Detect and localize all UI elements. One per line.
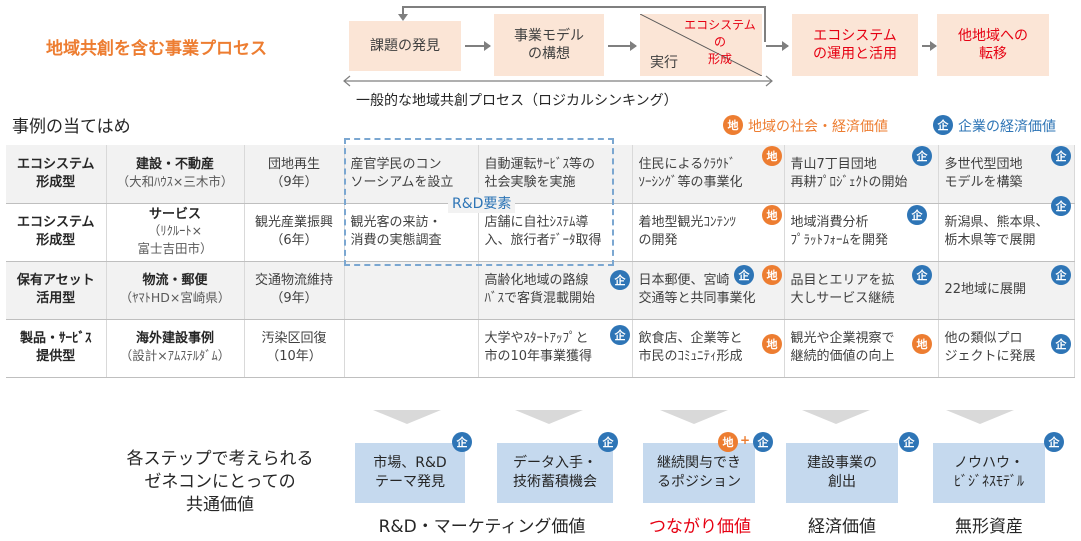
table-row: エコシステム 形成型 サービス（ﾘｸﾙｰﾄ× 富士吉田市） 観光産業振興 （6年… bbox=[6, 203, 1075, 262]
step-execution-ecosystem-box: 実行 エコシステムの 形成 bbox=[640, 14, 762, 76]
step-arrow bbox=[608, 41, 637, 51]
value-box-market-rd: 市場、R&D テーマ発見 bbox=[355, 443, 465, 503]
legend-chi-label: 地域の社会・経済価値 bbox=[748, 119, 888, 135]
case-step-3: 着地型観光ｺﾝﾃﾝﾂ の開発 bbox=[632, 203, 785, 262]
down-chevron bbox=[373, 410, 441, 424]
case-theme: 汚染区回復 （10年） bbox=[244, 319, 345, 378]
case-type: エコシステム 形成型 bbox=[6, 203, 107, 262]
legend-ki-icon: 企 bbox=[933, 115, 953, 135]
step-transfer: 他地域への 転移 bbox=[937, 14, 1049, 76]
cases-table: エコシステム 形成型 建設・不動産（大和ﾊｳｽ×三木市） 団地再生 （9年） 産… bbox=[6, 145, 1075, 378]
value-box-knowhow: ノウハウ・ ﾋﾞｼﾞﾈｽﾓﾃﾞﾙ bbox=[933, 443, 1045, 503]
step-arrow bbox=[766, 41, 789, 51]
ki-badge: 企 bbox=[753, 432, 773, 452]
ki-badge: 企 bbox=[1051, 146, 1071, 166]
legend-chi-icon: 地 bbox=[723, 115, 743, 135]
chi-badge: 地 bbox=[762, 334, 782, 354]
plus-sign: + bbox=[740, 433, 751, 447]
scope-bracket-arrow bbox=[343, 75, 773, 87]
chi-badge: 地 bbox=[762, 146, 782, 166]
ki-badge: 企 bbox=[1044, 432, 1064, 452]
chi-badge: 地 bbox=[718, 432, 738, 452]
feedback-loop-arrow bbox=[398, 6, 766, 42]
ki-badge: 企 bbox=[1051, 334, 1071, 354]
case-type: 製品・ｻｰﾋﾞｽ 提供型 bbox=[6, 319, 107, 378]
diagonal-divider bbox=[640, 14, 762, 76]
case-theme: 観光産業振興 （6年） bbox=[244, 203, 345, 262]
rd-element-label: R&D要素 bbox=[448, 193, 516, 213]
ki-badge: 企 bbox=[610, 325, 630, 345]
case-type: 保有アセット 活用型 bbox=[6, 261, 107, 320]
value-box-data-tech: データ入手・ 技術蓄積機会 bbox=[497, 443, 613, 503]
case-step-5: 新潟県、熊本県、 栃木県等で展開 bbox=[938, 203, 1075, 262]
cases-heading: 事例の当てはめ bbox=[12, 117, 131, 137]
step-issue-discovery: 課題の発見 bbox=[349, 21, 461, 71]
ki-badge: 企 bbox=[452, 432, 472, 452]
value-box-construction: 建設事業の 創出 bbox=[786, 443, 898, 503]
ki-badge: 企 bbox=[899, 432, 919, 452]
case-step-1 bbox=[344, 261, 479, 320]
ki-badge: 企 bbox=[907, 205, 927, 225]
down-chevron bbox=[802, 410, 870, 424]
case-name: 物流・郵便（ﾔﾏﾄHD×宮崎県） bbox=[106, 261, 245, 320]
case-step-2: 高齢化地域の路線 ﾊﾞｽで客貨混載開始 bbox=[478, 261, 633, 320]
ki-badge: 企 bbox=[1051, 265, 1071, 285]
case-step-3: 飲食店、企業等と 市民のｺﾐｭﾆﾃｨ形成 bbox=[632, 319, 785, 378]
step-business-model: 事業モデル の構想 bbox=[494, 14, 604, 76]
case-name: 海外建設事例（設計×ｱﾑｽﾃﾙﾀﾞﾑ） bbox=[106, 319, 245, 378]
case-name: 建設・不動産（大和ﾊｳｽ×三木市） bbox=[106, 145, 245, 204]
case-step-3: 日本郵便、宮崎 交通等と共同事業化 bbox=[632, 261, 785, 320]
values-heading: 各ステップで考えられる ゼネコンにとっての 共通価値 bbox=[126, 449, 314, 515]
table-row: 保有アセット 活用型 物流・郵便（ﾔﾏﾄHD×宮崎県） 交通物流維持 （9年） … bbox=[6, 261, 1075, 320]
value-label-rd-marketing: R&D・マーケティング価値 bbox=[378, 517, 586, 537]
case-step-2: 大学やｽﾀｰﾄｱｯﾌﾟと 市の10年事業獲得 bbox=[478, 319, 633, 378]
rd-element-frame bbox=[344, 138, 614, 266]
table-row: 製品・ｻｰﾋﾞｽ 提供型 海外建設事例（設計×ｱﾑｽﾃﾙﾀﾞﾑ） 汚染区回復 （… bbox=[6, 319, 1075, 378]
case-type: エコシステム 形成型 bbox=[6, 145, 107, 204]
step-ecosystem-operation: エコシステム の運用と活用 bbox=[792, 14, 918, 76]
chi-badge: 地 bbox=[762, 205, 782, 225]
ki-badge: 企 bbox=[912, 146, 932, 166]
value-label-intangible: 無形資産 bbox=[955, 517, 1023, 537]
case-step-4: 観光や企業視察で 継続的価値の向上 bbox=[784, 319, 939, 378]
ki-badge: 企 bbox=[610, 270, 630, 290]
value-label-economic: 経済価値 bbox=[808, 517, 876, 537]
value-box-position: 継続関与でき るポジション bbox=[643, 443, 755, 503]
case-step-4: 品目とエリアを拡 大しサービス継続 bbox=[784, 261, 939, 320]
case-name: サービス（ﾘｸﾙｰﾄ× 富士吉田市） bbox=[106, 203, 245, 262]
ki-badge: 企 bbox=[912, 265, 932, 285]
process-caption: 一般的な地域共創プロセス（ロジカルシンキング） bbox=[356, 93, 678, 109]
page-title: 地域共創を含む事業プロセス bbox=[46, 39, 267, 59]
case-step-1 bbox=[344, 319, 479, 378]
step-execution: 実行 bbox=[650, 55, 678, 71]
case-theme: 団地再生 （9年） bbox=[244, 145, 345, 204]
down-chevron bbox=[515, 410, 583, 424]
table-row: エコシステム 形成型 建設・不動産（大和ﾊｳｽ×三木市） 団地再生 （9年） 産… bbox=[6, 145, 1075, 204]
step-arrow bbox=[465, 41, 491, 51]
ki-badge: 企 bbox=[598, 432, 618, 452]
down-chevron bbox=[660, 410, 728, 424]
value-label-connection: つながり価値 bbox=[649, 517, 751, 537]
legend-ki-label: 企業の経済価値 bbox=[958, 119, 1056, 135]
step-arrow bbox=[922, 41, 937, 51]
down-chevron bbox=[946, 410, 1014, 424]
step-ecosystem-formation: エコシステムの 形成 bbox=[684, 18, 756, 66]
case-step-1: 産官学民のコン ソーシアムを設立 bbox=[344, 145, 479, 204]
ki-badge: 企 bbox=[734, 265, 754, 285]
chi-badge: 地 bbox=[762, 265, 782, 285]
ki-badge: 企 bbox=[1051, 196, 1071, 216]
case-step-3: 住民によるｸﾗｳﾄﾞ ｿｰｼﾝｸﾞ等の事業化 bbox=[632, 145, 785, 204]
chi-badge: 地 bbox=[912, 334, 932, 354]
case-theme: 交通物流維持 （9年） bbox=[244, 261, 345, 320]
